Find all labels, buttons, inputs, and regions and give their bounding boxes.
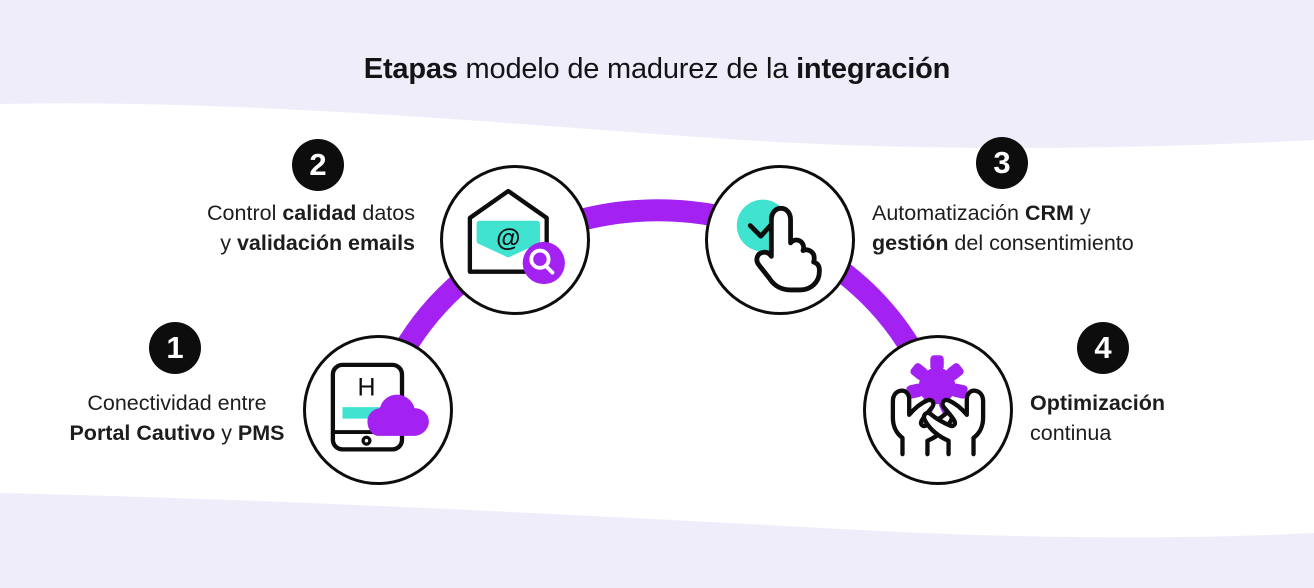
stage-3-number-badge: 3 (976, 137, 1028, 189)
stage-3-label: Automatización CRM y gestión del consent… (872, 198, 1192, 258)
stage-4-line-2: continua (1030, 421, 1112, 445)
stage-2-number: 2 (309, 147, 327, 182)
progress-bar (342, 407, 387, 419)
stage-1-label: Conectividad entre Portal Cautivo y PMS (43, 388, 311, 448)
stage-2-label: Control calidad datos y validación email… (150, 198, 415, 258)
search-handle (543, 264, 555, 275)
search-icon (529, 248, 551, 270)
stage-1-line-2: Portal Cautivo y PMS (69, 421, 285, 445)
envelope-flap (476, 220, 540, 258)
at-symbol: @ (496, 225, 520, 253)
page-title: Etapas modelo de madurez de la integraci… (363, 53, 951, 85)
stage-2-number-badge: 2 (292, 139, 344, 191)
stage-1-icon-circle: H (303, 335, 453, 485)
search-badge (522, 241, 565, 285)
right-hand-icon (921, 388, 986, 457)
pointer-hand-icon (754, 205, 822, 293)
stage-3-line-2: gestión del consentimiento (872, 231, 1134, 255)
journey-arc (367, 199, 949, 414)
bottom-wave (0, 493, 1314, 588)
email-validation-icon: @ (467, 188, 565, 285)
stage-2-icon-circle: @ (440, 165, 590, 315)
stage-1-line-1: Conectividad entre (87, 391, 267, 415)
stage-3-line-1: Automatización CRM y (872, 201, 1091, 225)
hands-gear-icon (890, 355, 986, 457)
stage-2-line-2: y validación emails (220, 231, 415, 255)
click-check-icon (736, 199, 822, 293)
stage-4-line-1: Optimización (1030, 391, 1165, 415)
stage-1-number-badge: 1 (149, 322, 201, 374)
stage-4-number-badge: 4 (1077, 322, 1129, 374)
stage-1-number: 1 (166, 330, 184, 365)
stage-4-label: Optimización continua (1030, 388, 1260, 448)
stage-3-number: 3 (993, 145, 1011, 180)
stage-4-icon-circle (863, 335, 1013, 485)
home-button (361, 435, 372, 446)
cloud-icon (367, 394, 429, 436)
stage-2-line-1: Control calidad datos (207, 201, 415, 225)
tablet-cloud-icon: H (330, 362, 429, 452)
top-wave (0, 0, 1314, 148)
stage-3-icon-circle (705, 165, 855, 315)
tablet-letter: H (357, 374, 375, 402)
stage-4-number: 4 (1094, 330, 1112, 365)
